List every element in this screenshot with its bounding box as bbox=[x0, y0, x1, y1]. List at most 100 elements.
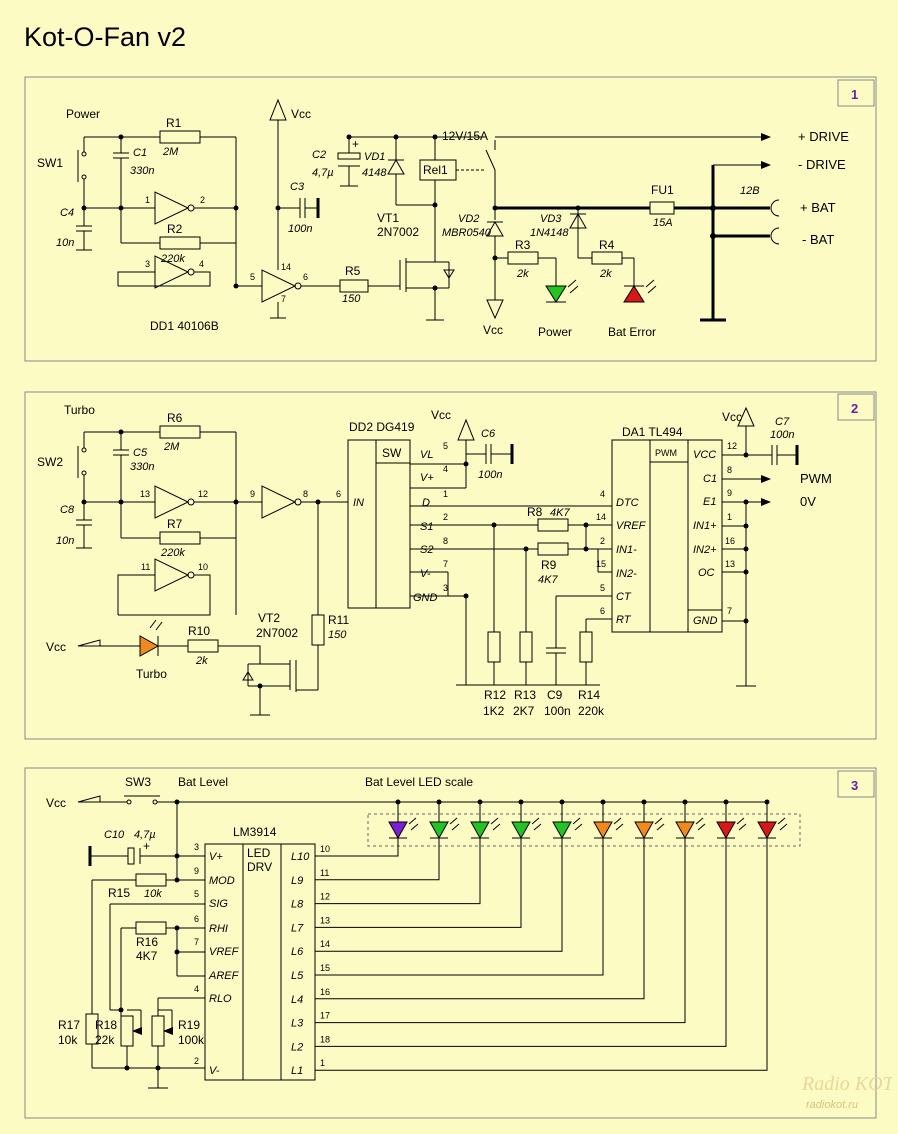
svg-text:MBR0540: MBR0540 bbox=[442, 227, 492, 239]
svg-text:R8: R8 bbox=[527, 505, 543, 519]
svg-text:4: 4 bbox=[443, 464, 448, 474]
svg-text:R10: R10 bbox=[188, 624, 210, 638]
fu1-fuse bbox=[649, 201, 675, 215]
svg-text:150: 150 bbox=[342, 293, 361, 305]
output-label-l6: L6 bbox=[291, 946, 304, 958]
output-label-l5: L5 bbox=[291, 970, 304, 982]
svg-text:+: + bbox=[352, 137, 359, 151]
svg-text:DD2 DG419: DD2 DG419 bbox=[349, 420, 415, 434]
panel-2-turbo-pwm: 2 Turbo SW2 R6 2M C5 330n C8 10n 13 12 bbox=[24, 391, 877, 740]
level-led-7 bbox=[634, 821, 654, 840]
svg-text:7: 7 bbox=[281, 294, 286, 304]
svg-text:12: 12 bbox=[198, 489, 208, 499]
svg-text:GND: GND bbox=[413, 592, 438, 604]
svg-text:VREF: VREF bbox=[616, 520, 647, 532]
svg-text:14: 14 bbox=[596, 512, 606, 522]
svg-text:10: 10 bbox=[198, 562, 208, 572]
level-led-8 bbox=[675, 821, 695, 840]
svg-text:V-: V- bbox=[420, 568, 431, 580]
svg-text:radiokot.ru: radiokot.ru bbox=[806, 1099, 858, 1111]
svg-text:FU1: FU1 bbox=[651, 183, 674, 197]
svg-text:IN2-: IN2- bbox=[616, 568, 637, 580]
svg-text:R6: R6 bbox=[167, 411, 183, 425]
svg-text:15A: 15A bbox=[653, 217, 673, 229]
svg-text:VREF: VREF bbox=[209, 946, 240, 958]
svg-text:LM3914: LM3914 bbox=[233, 825, 277, 839]
level-led-6 bbox=[593, 821, 613, 840]
svg-text:1: 1 bbox=[443, 489, 448, 499]
svg-text:2M: 2M bbox=[163, 441, 180, 453]
svg-text:OC: OC bbox=[698, 567, 715, 579]
svg-text:GND: GND bbox=[693, 615, 718, 627]
svg-text:6: 6 bbox=[303, 272, 308, 282]
svg-text:C9: C9 bbox=[547, 688, 563, 702]
svg-text:4: 4 bbox=[199, 259, 204, 269]
svg-text:100n: 100n bbox=[288, 223, 312, 235]
svg-text:7: 7 bbox=[727, 606, 732, 616]
svg-text:C1: C1 bbox=[133, 147, 147, 159]
svg-text:Vcc: Vcc bbox=[291, 107, 311, 121]
svg-text:R4: R4 bbox=[599, 238, 615, 252]
svg-text:150: 150 bbox=[328, 629, 347, 641]
svg-text:1K2: 1K2 bbox=[483, 704, 505, 718]
svg-text:14: 14 bbox=[281, 262, 291, 272]
panel-1-number: 1 bbox=[851, 87, 858, 102]
svg-text:- BAT: - BAT bbox=[802, 232, 834, 247]
level-led-3 bbox=[470, 821, 490, 840]
output-pin-13: 13 bbox=[320, 915, 330, 925]
dd2-dg419-chip bbox=[347, 439, 411, 609]
svg-text:R19: R19 bbox=[178, 1018, 200, 1032]
svg-text:SW3: SW3 bbox=[125, 775, 151, 789]
level-led-2 bbox=[429, 821, 449, 840]
svg-text:Power: Power bbox=[66, 107, 100, 121]
svg-text:4: 4 bbox=[194, 984, 199, 994]
output-pin-11: 11 bbox=[320, 868, 329, 878]
svg-text:R7: R7 bbox=[167, 517, 183, 531]
svg-text:- DRIVE: - DRIVE bbox=[798, 157, 846, 172]
svg-text:VL: VL bbox=[420, 449, 433, 461]
r1-resistor bbox=[159, 130, 201, 144]
svg-text:Bat Level: Bat Level bbox=[178, 775, 228, 789]
svg-text:SIG: SIG bbox=[209, 898, 228, 910]
svg-text:R9: R9 bbox=[541, 558, 557, 572]
svg-text:Vcc: Vcc bbox=[722, 410, 742, 424]
svg-text:5: 5 bbox=[250, 272, 255, 282]
svg-text:2: 2 bbox=[600, 536, 605, 546]
r2-resistor bbox=[159, 236, 201, 250]
output-label-l3: L3 bbox=[291, 1018, 304, 1030]
svg-text:8: 8 bbox=[727, 465, 732, 475]
svg-text:R3: R3 bbox=[515, 238, 531, 252]
svg-text:Turbo: Turbo bbox=[136, 667, 167, 681]
da1-tl494-chip bbox=[611, 439, 723, 633]
svg-text:VT2: VT2 bbox=[258, 611, 280, 625]
svg-text:MOD: MOD bbox=[209, 875, 235, 887]
svg-text:S2: S2 bbox=[420, 544, 433, 556]
svg-text:7: 7 bbox=[443, 559, 448, 569]
level-led-9 bbox=[716, 821, 736, 840]
svg-text:C5: C5 bbox=[133, 447, 148, 459]
svg-text:R14: R14 bbox=[578, 688, 600, 702]
svg-text:+ BAT: + BAT bbox=[800, 200, 836, 215]
svg-text:R5: R5 bbox=[345, 264, 361, 278]
svg-text:Bat Error: Bat Error bbox=[608, 325, 656, 339]
svg-text:D: D bbox=[422, 497, 430, 509]
output-pin-15: 15 bbox=[320, 963, 330, 973]
svg-text:IN1-: IN1- bbox=[616, 544, 637, 556]
led-scale bbox=[388, 799, 788, 840]
svg-text:Power: Power bbox=[538, 325, 572, 339]
svg-text:100k: 100k bbox=[178, 1033, 205, 1047]
svg-text:SW2: SW2 bbox=[37, 455, 63, 469]
svg-text:E1: E1 bbox=[703, 496, 716, 508]
svg-text:220k: 220k bbox=[160, 547, 185, 559]
svg-text:Turbo: Turbo bbox=[64, 403, 95, 417]
svg-text:2k: 2k bbox=[516, 268, 529, 280]
output-label-l9: L9 bbox=[291, 875, 303, 887]
svg-text:Rel1: Rel1 bbox=[423, 163, 448, 177]
svg-text:VD1: VD1 bbox=[364, 151, 385, 163]
svg-text:4,7µ: 4,7µ bbox=[134, 829, 156, 841]
svg-text:13: 13 bbox=[140, 489, 150, 499]
svg-text:13: 13 bbox=[725, 559, 735, 569]
panel-3-bat-level: 3 SW3 Bat Level Bat Level LED scale Vcc … bbox=[24, 767, 877, 1119]
svg-text:DA1 TL494: DA1 TL494 bbox=[622, 425, 683, 439]
